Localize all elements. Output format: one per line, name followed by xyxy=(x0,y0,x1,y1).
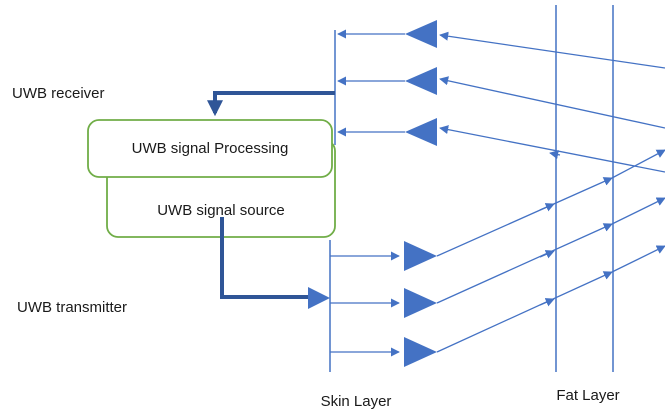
outgoing-ray-2 xyxy=(436,223,613,304)
rx-triangle-1 xyxy=(405,20,437,48)
incoming-ray-1 xyxy=(439,31,665,69)
tx-triangle-1 xyxy=(404,241,437,271)
outgoing-ray-1-mid xyxy=(539,203,555,212)
skin-layer-label: Skin Layer xyxy=(321,393,392,410)
receiver-to-processing-arrow xyxy=(207,91,335,117)
uwb-receiver-label: UWB receiver xyxy=(12,85,105,102)
incoming-ray-3 xyxy=(439,125,665,173)
incoming-ray-2 xyxy=(439,76,665,129)
source-to-transmitter-arrow xyxy=(220,217,322,299)
tx-triangle-2 xyxy=(404,288,437,318)
signal-processing-box xyxy=(87,119,333,178)
outgoing-ray-1 xyxy=(436,177,613,257)
outgoing-ray-3 xyxy=(436,271,613,353)
transmitter-triangle xyxy=(308,287,330,309)
rx-triangle-2 xyxy=(405,67,437,95)
outgoing-ray-3-mid xyxy=(539,298,555,307)
rx-triangle-3 xyxy=(405,118,437,146)
outgoing-ray-3b xyxy=(611,245,665,273)
signal-processing-label: UWB signal Processing xyxy=(132,140,289,157)
fat-layer-label: Fat Layer xyxy=(556,387,619,404)
outgoing-ray-2b xyxy=(611,197,665,225)
outgoing-ray-2-mid xyxy=(539,250,555,259)
outgoing-ray-1b xyxy=(611,149,665,179)
incoming-ray-3-mid xyxy=(549,150,561,160)
signal-source-label: UWB signal source xyxy=(157,202,285,219)
tx-triangle-3 xyxy=(404,337,437,367)
uwb-transmitter-label: UWB transmitter xyxy=(17,299,127,316)
